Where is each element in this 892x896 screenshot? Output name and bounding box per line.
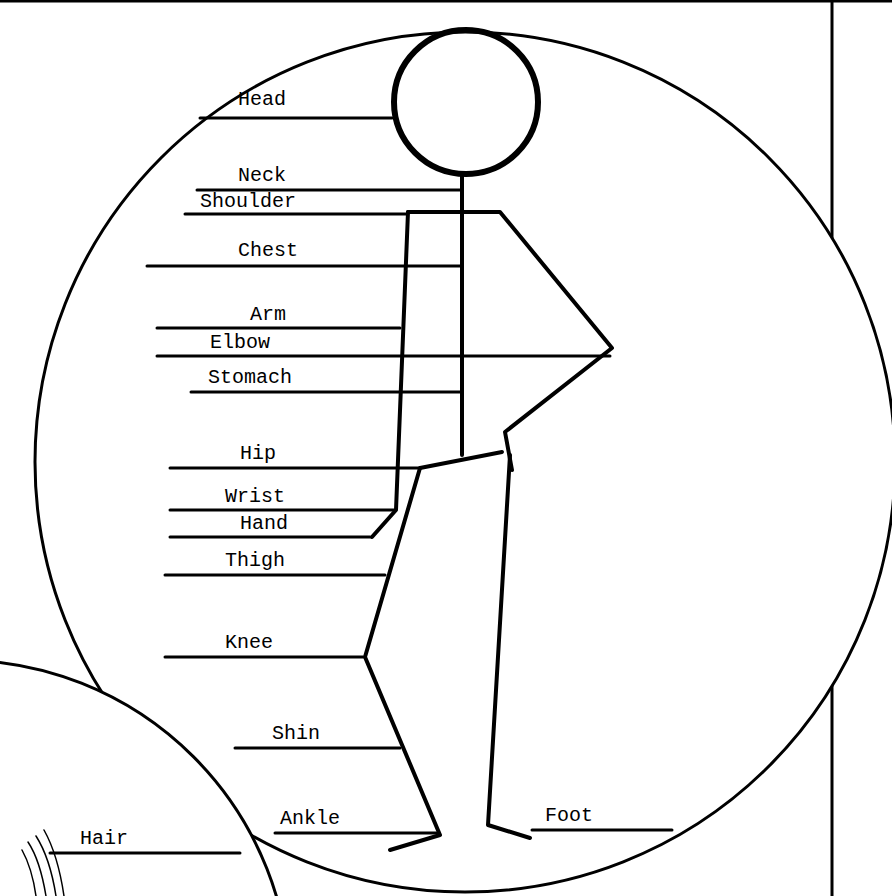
part-label: Arm <box>250 305 286 325</box>
part-label: Wrist <box>225 487 285 507</box>
part-label: Shoulder <box>200 192 296 212</box>
part-label: Hip <box>240 444 276 464</box>
part-label: Head <box>238 90 286 110</box>
part-label: Neck <box>238 166 286 186</box>
head-circle <box>394 30 538 174</box>
part-label: Shin <box>272 724 320 744</box>
hair-strokes <box>22 830 64 896</box>
body-lines <box>365 175 612 850</box>
part-label: Ankle <box>280 809 340 829</box>
inset-circle <box>0 660 290 896</box>
part-label: Hand <box>240 514 288 534</box>
part-label: Thigh <box>225 551 285 571</box>
frame-line <box>0 0 892 3</box>
part-label: Foot <box>545 806 593 826</box>
part-label: Hair <box>80 829 128 849</box>
part-label: Elbow <box>210 333 270 353</box>
part-label: Stomach <box>208 368 292 388</box>
part-label: Knee <box>225 633 273 653</box>
leader-lines <box>50 118 672 853</box>
part-label: Chest <box>238 241 298 261</box>
